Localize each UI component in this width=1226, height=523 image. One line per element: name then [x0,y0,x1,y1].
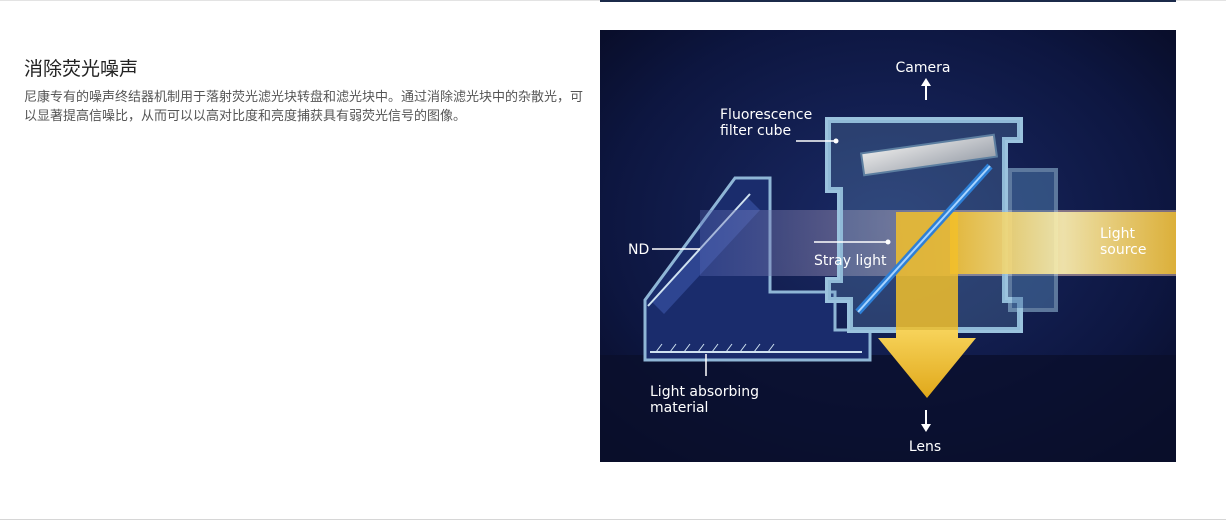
stray-light-leader-dot [885,239,891,245]
label-light-source-2: source [1100,242,1147,258]
section-description: 尼康专有的噪声终结器机制用于落射荧光滤光块转盘和滤光块中。通过消除滤光块中的杂散… [24,90,584,124]
label-camera: Camera [896,60,951,76]
downward-beam [896,212,958,332]
label-absorbing-1: Light absorbing [650,384,759,400]
section-title: 消除荧光噪声 [24,58,139,80]
figure-top-strip [600,0,1176,2]
absorbing-material-hatch [655,343,775,353]
excitation-beam [950,212,1176,274]
label-light-source-1: Light [1100,226,1135,242]
diagram-lower-shadow [600,355,1176,462]
dichroic-mirror-highlight [857,165,991,313]
label-absorbing-2: material [650,400,708,416]
filter-cube-housing [825,117,1023,333]
label-nd: ND [628,242,649,258]
feature-section: 消除荧光噪声 尼康专有的噪声终结器机制用于落射荧光滤光块转盘和滤光块中。通过消除… [24,58,584,126]
label-stray-light: Stray light [814,253,887,269]
label-filter-cube-2: filter cube [720,123,791,139]
diagram-svg: Camera Fluorescence filter cube ND Stray… [600,30,1176,462]
bottom-divider [0,519,1226,520]
camera-arrow-icon [921,78,931,86]
label-lens: Lens [909,439,941,455]
emission-filter [859,133,999,177]
label-filter-cube-1: Fluorescence [720,107,812,123]
lens-output-arrow [878,330,976,398]
filter-cube-leader-dot [833,138,839,144]
noise-terminator-diagram: Camera Fluorescence filter cube ND Stray… [600,30,1176,462]
lens-arrow-icon [921,424,931,432]
